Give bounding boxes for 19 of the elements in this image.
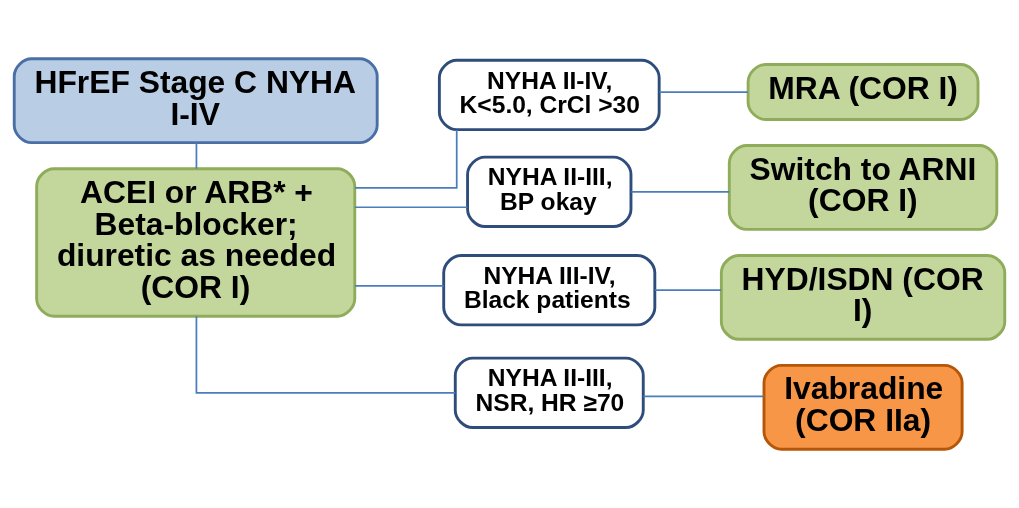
connector bbox=[354, 284, 445, 287]
node-box: NYHA III-IV, Black patients bbox=[442, 254, 657, 327]
connector bbox=[195, 315, 457, 394]
connector bbox=[654, 289, 722, 291]
node-box: Switch to ARNI (COR I) bbox=[727, 144, 999, 231]
connector bbox=[354, 206, 469, 209]
connector bbox=[642, 395, 765, 398]
node-box: NYHA II-III, BP okay bbox=[466, 155, 633, 228]
node-box: Ivabradine (COR IIa) bbox=[762, 363, 964, 451]
node-box: ACEI or ARB* + Beta-blocker; diuretic as needed (COR I) bbox=[35, 167, 357, 318]
connector bbox=[354, 129, 458, 189]
node-box: MRA (COR I) bbox=[746, 63, 980, 121]
connector bbox=[630, 190, 731, 193]
node-box: NYHA II-III, NSR, HR ≥70 bbox=[453, 356, 645, 429]
node-box: NYHA II-IV, K<5.0, CrCl >30 bbox=[437, 58, 661, 132]
node-box: HFrEF Stage C NYHA I-IV bbox=[12, 57, 379, 145]
connector bbox=[195, 142, 198, 170]
node-box: HYD/ISDN (COR I) bbox=[719, 254, 1007, 341]
connector bbox=[658, 91, 749, 93]
